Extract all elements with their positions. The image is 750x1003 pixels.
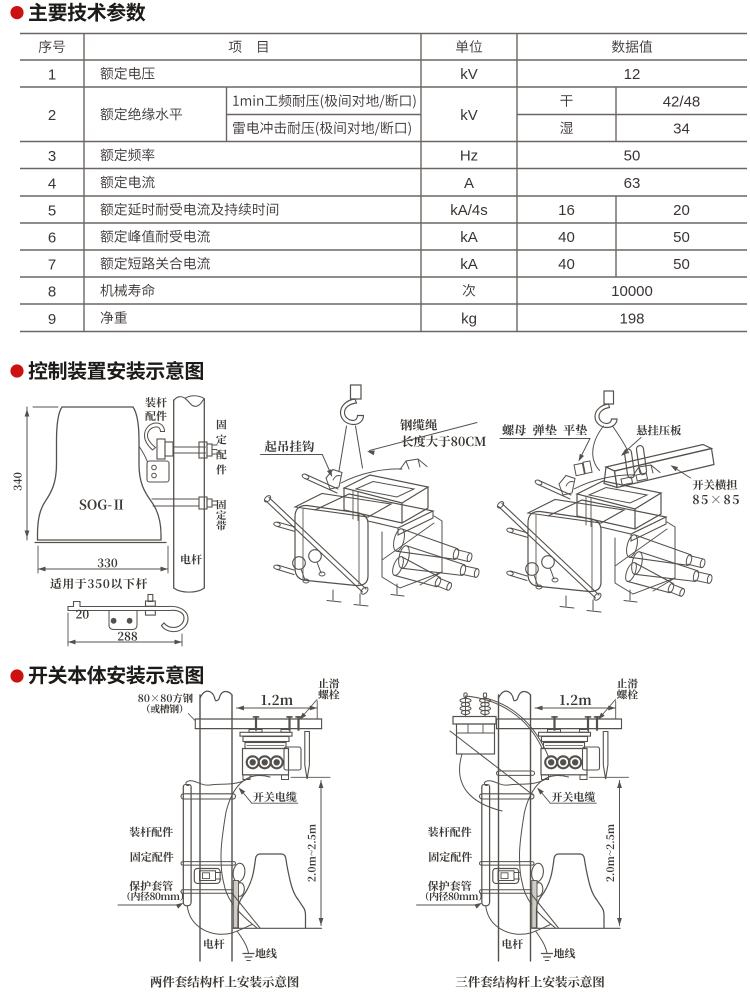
svg-text:16: 16 xyxy=(558,202,575,219)
svg-text:8: 8 xyxy=(48,284,56,301)
svg-text:kg: kg xyxy=(461,310,477,327)
svg-text:2: 2 xyxy=(48,107,56,124)
svg-text:7: 7 xyxy=(48,257,56,274)
svg-text:50: 50 xyxy=(624,148,641,165)
svg-text:kV: kV xyxy=(460,107,478,124)
svg-text:12: 12 xyxy=(624,66,641,83)
svg-text:40: 40 xyxy=(558,229,575,246)
svg-text:1: 1 xyxy=(48,67,56,84)
svg-text:5: 5 xyxy=(48,203,56,220)
svg-text:3: 3 xyxy=(48,148,56,165)
svg-text:kA/4s: kA/4s xyxy=(450,202,488,219)
svg-text:10000: 10000 xyxy=(611,283,653,300)
svg-text:kA: kA xyxy=(460,256,478,273)
svg-text:50: 50 xyxy=(673,229,690,246)
svg-text:34: 34 xyxy=(673,121,690,138)
svg-text:Hz: Hz xyxy=(460,148,478,165)
svg-text:kA: kA xyxy=(460,229,478,246)
svg-text:42/48: 42/48 xyxy=(663,93,701,110)
svg-text:50: 50 xyxy=(673,256,690,273)
svg-text:A: A xyxy=(464,175,474,192)
svg-text:20: 20 xyxy=(673,202,690,219)
svg-text:198: 198 xyxy=(619,310,644,327)
svg-text:6: 6 xyxy=(48,230,56,247)
svg-text:4: 4 xyxy=(48,175,56,192)
svg-text:kV: kV xyxy=(460,66,478,83)
svg-text:9: 9 xyxy=(48,311,56,328)
svg-text:40: 40 xyxy=(558,256,575,273)
svg-text:63: 63 xyxy=(624,175,641,192)
